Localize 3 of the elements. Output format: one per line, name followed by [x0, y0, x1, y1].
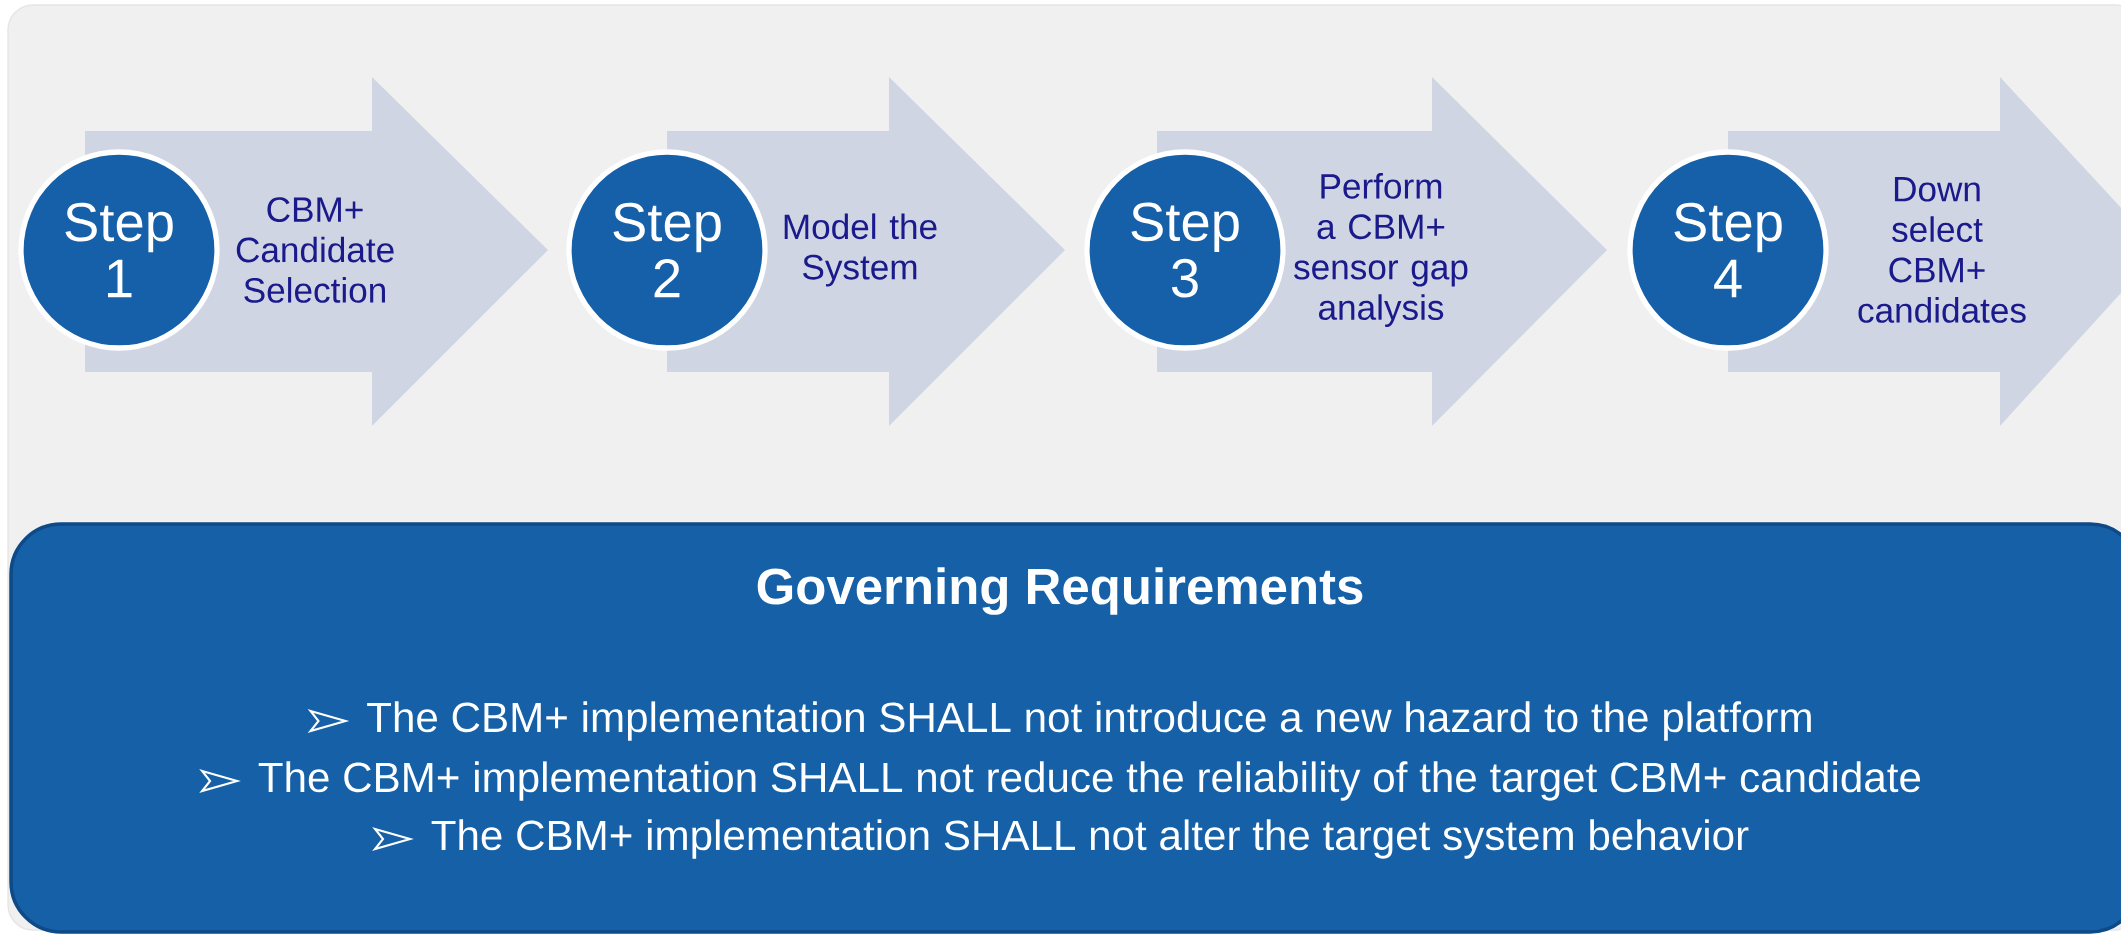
requirement-text: The CBM+ implementation SHALL not reduce the reliability of the target CBM+ candidate [258, 761, 1921, 801]
requirement-text: The CBM+ implementation SHALL not introduce a new hazard to the platform [367, 701, 1811, 741]
requirement-text: The CBM+ implementation SHALL not alter the target system behavior [431, 819, 1749, 859]
